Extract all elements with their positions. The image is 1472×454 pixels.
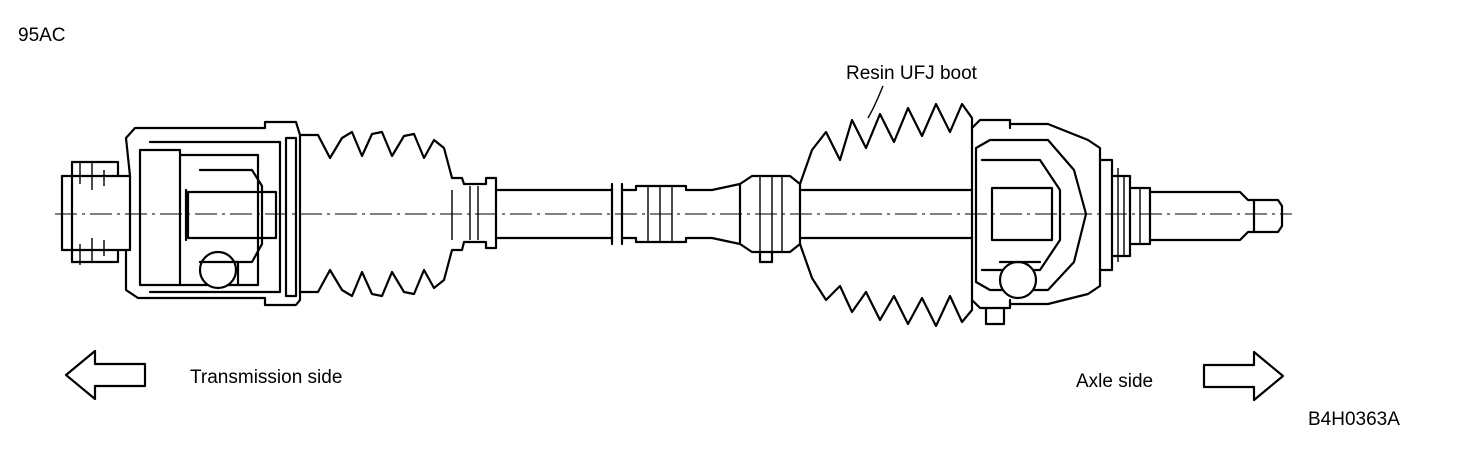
transmission-side-label: Transmission side [190, 367, 343, 388]
arrow-left-outline-icon [64, 349, 147, 401]
transmission-side-joint [60, 120, 498, 307]
axle-side-joint [738, 85, 1284, 328]
figure-code: B4H0363A [1308, 409, 1400, 430]
arrow-right-outline-icon [1202, 350, 1285, 402]
axle-side-label: Axle side [1076, 371, 1154, 392]
resin-ufj-boot-label: Resin UFJ boot [846, 63, 977, 84]
shaft [494, 182, 974, 246]
model-code: 95AC [18, 25, 66, 46]
